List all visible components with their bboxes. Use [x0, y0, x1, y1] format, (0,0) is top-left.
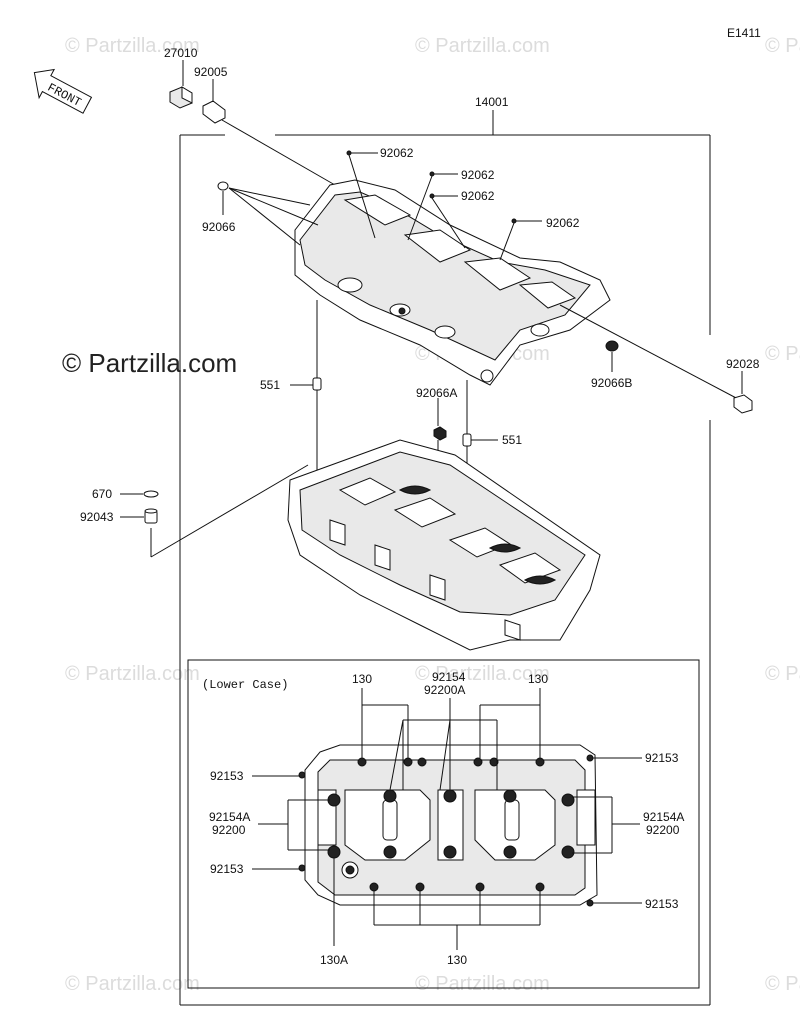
watermark-text: © Partzilla.com — [765, 973, 800, 995]
part-92066B-icon — [605, 340, 619, 352]
assembly-frame — [179, 110, 711, 1006]
upper-crankcase-icon — [294, 179, 611, 386]
watermark-text: © Partzilla.com — [415, 973, 550, 995]
lower-case-inset: (Lower Case) — [187, 659, 700, 989]
callout-92200-left: 92200 — [212, 823, 246, 837]
callout-92066B: 92066B — [591, 376, 632, 390]
callout-92153-bottom-left: 92153 — [210, 862, 244, 876]
callout-92028: 92028 — [726, 357, 760, 371]
callout-92200A: 92200A — [424, 683, 465, 697]
callout-14001: 14001 — [475, 95, 509, 109]
callout-92062-a: 92062 — [380, 146, 414, 160]
part-92043-icon — [144, 508, 158, 524]
part-92066A-icon — [433, 426, 447, 441]
callout-27010: 27010 — [164, 46, 198, 60]
callout-551-a: 551 — [260, 378, 280, 392]
callout-130-top-right: 130 — [528, 672, 548, 686]
callout-92062-c: 92062 — [461, 189, 495, 203]
callout-92066: 92066 — [202, 220, 236, 234]
callout-130-bottom: 130 — [447, 953, 467, 967]
watermark-text: © Partzilla.com — [415, 663, 550, 685]
o-ring-icon — [143, 490, 159, 498]
watermark-text: © Partzilla.com — [65, 973, 200, 995]
watermark-text: © Partzilla.com — [65, 663, 200, 685]
callout-92153-top-right: 92153 — [645, 751, 679, 765]
callout-670: 670 — [92, 487, 112, 501]
watermark-text: © Partzilla.com — [765, 343, 800, 365]
callout-92154: 92154 — [432, 670, 466, 684]
watermark-text: © Partzilla.com — [765, 35, 800, 57]
callout-92154A-left: 92154A — [209, 810, 250, 824]
callout-130A: 130A — [320, 953, 348, 967]
callout-92043: 92043 — [80, 510, 114, 524]
diagram-code: E1411 — [727, 26, 761, 40]
callout-92153-bottom-right: 92153 — [645, 897, 679, 911]
part-92005-icon — [202, 100, 226, 124]
callout-92153-top-left: 92153 — [210, 769, 244, 783]
callout-551-b: 551 — [502, 433, 522, 447]
callout-92200-right: 92200 — [646, 823, 680, 837]
part-27010-icon — [169, 86, 193, 109]
callout-92066A: 92066A — [416, 386, 457, 400]
inset-title: (Lower Case) — [202, 678, 288, 692]
dowel-pin-icon — [312, 377, 322, 391]
part-92066-icon — [217, 181, 229, 191]
dowel-pin-icon — [462, 433, 472, 447]
callout-92005: 92005 — [194, 65, 228, 79]
watermark-main: © Partzilla.com — [62, 348, 237, 378]
callout-92154A-right: 92154A — [643, 810, 684, 824]
callout-130-top-left: 130 — [352, 672, 372, 686]
front-arrow-icon: FRONT — [33, 68, 93, 114]
callout-92062-d: 92062 — [546, 216, 580, 230]
watermark-text: © Partzilla.com — [415, 35, 550, 57]
lower-crankcase-icon — [287, 439, 601, 651]
part-92028-icon — [733, 394, 753, 414]
callout-92062-b: 92062 — [461, 168, 495, 182]
watermark-text: © Partzilla.com — [65, 35, 200, 57]
watermark-text: © Partzilla.com — [765, 663, 800, 685]
